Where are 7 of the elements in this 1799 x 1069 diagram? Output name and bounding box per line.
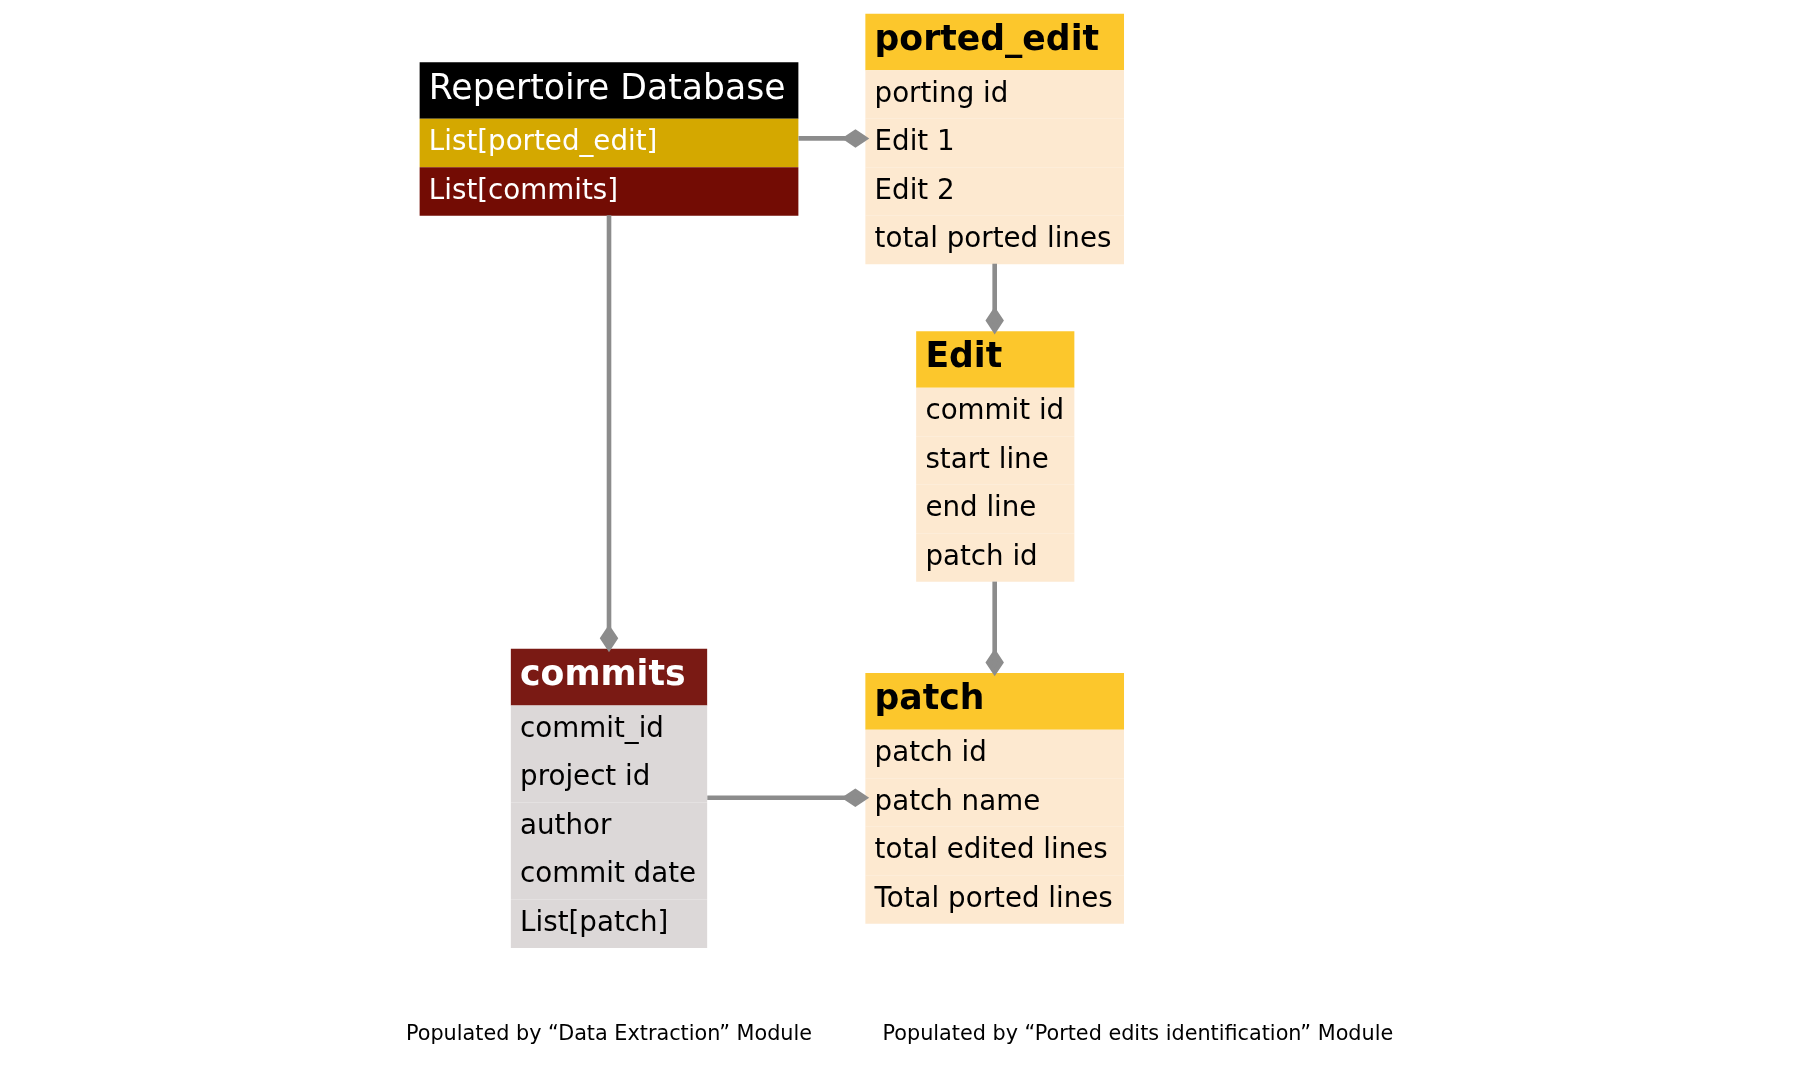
label: Populated by “Ported edits identification” Module — [881, 1021, 1393, 1046]
connector — [984, 581, 1004, 677]
connector — [797, 129, 869, 148]
node-label: Populated by “Data Extraction” Module — [405, 1021, 812, 1046]
connector — [599, 215, 618, 653]
connector — [984, 263, 1004, 335]
connector — [706, 788, 869, 808]
